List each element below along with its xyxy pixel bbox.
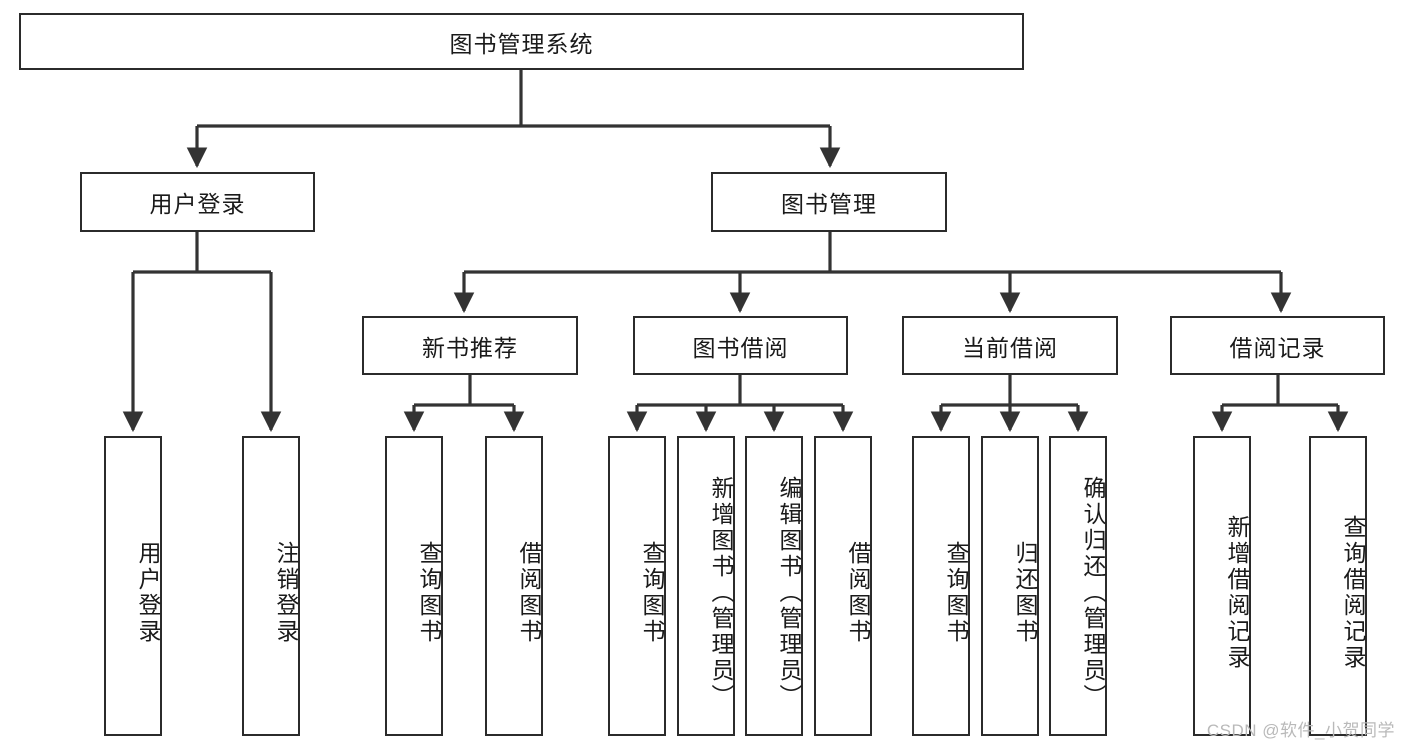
node-user-login[interactable]: 用户登录 xyxy=(80,172,315,232)
leaf-query-book-borrow[interactable]: 查询图书 xyxy=(608,436,666,736)
leaf-confirm-return-admin[interactable]: 确认归还（管理员） xyxy=(1049,436,1107,736)
node-root[interactable]: 图书管理系统 xyxy=(19,13,1024,70)
leaf-query-borrow-record-label: 查询借阅记录 xyxy=(1340,515,1366,671)
leaf-borrow-book-newbook[interactable]: 借阅图书 xyxy=(485,436,543,736)
node-borrow-records[interactable]: 借阅记录 xyxy=(1170,316,1385,375)
leaf-query-borrow-record[interactable]: 查询借阅记录 xyxy=(1309,436,1367,736)
node-new-book-recommend-label: 新书推荐 xyxy=(422,334,518,361)
leaf-add-borrow-record[interactable]: 新增借阅记录 xyxy=(1193,436,1251,736)
leaf-query-book-current[interactable]: 查询图书 xyxy=(912,436,970,736)
leaf-edit-book-admin-label: 编辑图书（管理员） xyxy=(776,476,802,710)
node-book-management[interactable]: 图书管理 xyxy=(711,172,947,232)
node-user-login-label: 用户登录 xyxy=(149,191,246,217)
node-root-label: 图书管理系统 xyxy=(449,30,594,57)
watermark-text: CSDN @软件_小贺同学 xyxy=(1206,721,1395,740)
node-current-borrow[interactable]: 当前借阅 xyxy=(902,316,1118,375)
leaf-add-book-admin-label: 新增图书（管理员） xyxy=(708,476,734,710)
node-borrow-records-label: 借阅记录 xyxy=(1229,334,1326,361)
leaf-user-login[interactable]: 用户登录 xyxy=(104,436,162,736)
leaf-logout[interactable]: 注销登录 xyxy=(242,436,300,736)
node-book-borrow-label: 图书借阅 xyxy=(692,334,789,361)
leaf-user-login-label: 用户登录 xyxy=(135,541,161,645)
node-current-borrow-label: 当前借阅 xyxy=(962,334,1058,361)
node-new-book-recommend[interactable]: 新书推荐 xyxy=(362,316,578,375)
leaf-query-book-current-label: 查询图书 xyxy=(943,541,969,645)
leaf-edit-book-admin[interactable]: 编辑图书（管理员） xyxy=(745,436,803,736)
leaf-logout-label: 注销登录 xyxy=(273,541,299,645)
leaf-query-book-newbook[interactable]: 查询图书 xyxy=(385,436,443,736)
node-book-management-label: 图书管理 xyxy=(781,191,877,217)
leaf-query-book-newbook-label: 查询图书 xyxy=(416,541,442,645)
leaf-borrow-book-label: 借阅图书 xyxy=(845,541,871,645)
leaf-add-book-admin[interactable]: 新增图书（管理员） xyxy=(677,436,735,736)
leaf-add-borrow-record-label: 新增借阅记录 xyxy=(1224,515,1250,671)
leaf-confirm-return-admin-label: 确认归还（管理员） xyxy=(1080,476,1106,710)
leaf-borrow-book-newbook-label: 借阅图书 xyxy=(516,541,542,645)
leaf-query-book-borrow-label: 查询图书 xyxy=(639,541,665,645)
leaf-return-book[interactable]: 归还图书 xyxy=(981,436,1039,736)
leaf-borrow-book[interactable]: 借阅图书 xyxy=(814,436,872,736)
leaf-return-book-label: 归还图书 xyxy=(1012,541,1038,645)
node-book-borrow[interactable]: 图书借阅 xyxy=(633,316,848,375)
